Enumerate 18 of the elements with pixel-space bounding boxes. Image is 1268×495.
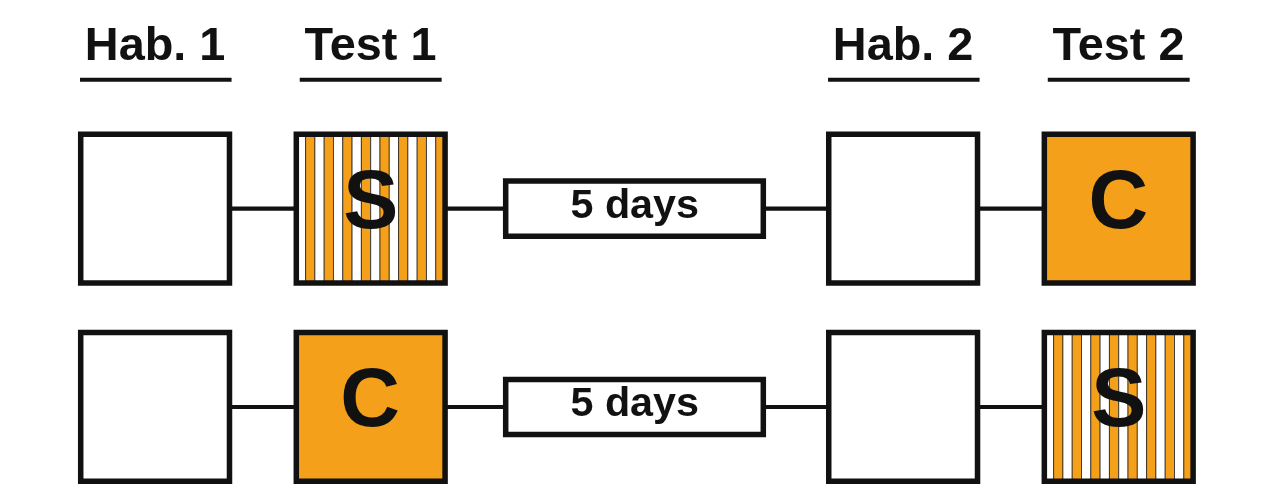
- node-box: [825, 131, 980, 286]
- node-box: [825, 329, 980, 485]
- connector: [444, 404, 506, 410]
- connector: [977, 404, 1044, 410]
- label: Test 1: [304, 18, 436, 71]
- connector: [977, 206, 1044, 211]
- connector: [229, 404, 296, 410]
- node-box: [77, 329, 232, 485]
- node-box: C: [1041, 131, 1196, 286]
- node-box: C: [293, 329, 448, 485]
- connector: [229, 206, 296, 211]
- node-box: 5 days: [502, 376, 766, 438]
- node-box: 5 days: [502, 178, 766, 239]
- node-box: [77, 131, 232, 286]
- connector: [444, 206, 506, 211]
- label: Hab. 2: [832, 18, 973, 71]
- label: Hab. 1: [84, 18, 225, 71]
- label: Test 2: [1052, 18, 1184, 71]
